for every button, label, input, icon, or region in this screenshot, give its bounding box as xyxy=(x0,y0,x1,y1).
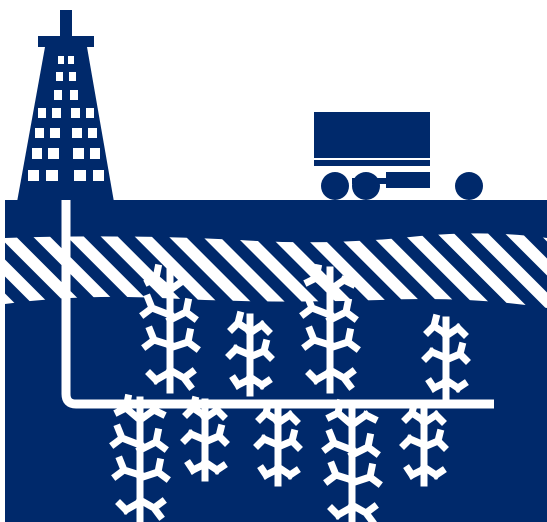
tanker-truck-icon xyxy=(314,112,483,200)
horizontal-wellbore xyxy=(61,200,494,409)
shale-layer xyxy=(5,233,547,308)
drilling-rig-icon xyxy=(17,10,114,202)
